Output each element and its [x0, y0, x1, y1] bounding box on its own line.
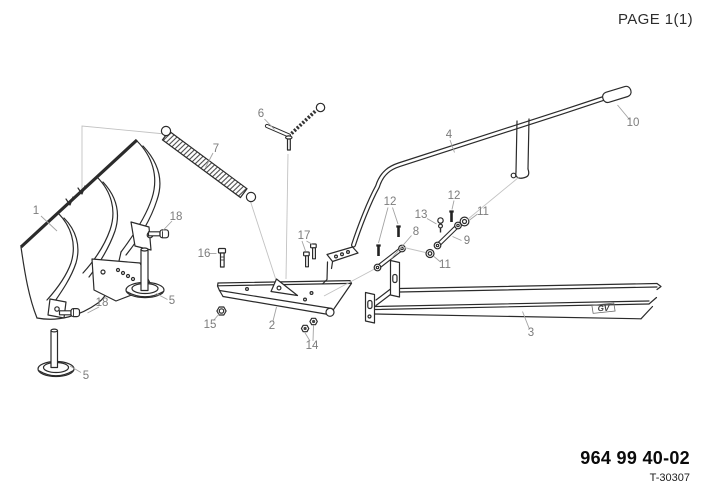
part-callout-16: 16	[198, 248, 211, 260]
part-callout-6: 6	[258, 108, 264, 120]
part-callout-10: 10	[627, 117, 640, 129]
screw-13	[438, 218, 443, 233]
lift-lever-drawing	[323, 85, 633, 284]
part-callout-11: 11	[439, 259, 451, 271]
leader-lines	[41, 105, 630, 373]
frame-stamp-text: GV	[598, 304, 611, 313]
document-code: T-30307	[649, 472, 690, 484]
part-callout-17: 17	[298, 230, 311, 242]
lever-grip	[601, 85, 632, 103]
part-callout-8: 8	[413, 226, 419, 238]
a-frame-drawing	[218, 279, 352, 316]
part-callout-12: 12	[384, 196, 397, 208]
frame-stamp: GV	[592, 303, 615, 313]
part-callout-1: 1	[33, 205, 39, 217]
part-callout-9: 9	[464, 235, 470, 247]
bolt-16	[219, 249, 226, 268]
lift-linkage-drawing	[324, 178, 519, 297]
blade-drawing	[21, 140, 164, 377]
skid-foot-right	[126, 248, 164, 298]
nut-15	[217, 307, 226, 315]
part-callout-2: 2	[269, 320, 275, 332]
bolts-18	[60, 230, 169, 317]
clevis-pins	[376, 212, 453, 257]
part-callout-15: 15	[204, 319, 217, 331]
fasteners-drawing	[60, 230, 318, 332]
part-callout-4: 4	[446, 129, 453, 141]
page-indicator: PAGE 1(1)	[617, 11, 693, 28]
part-callout-11: 11	[477, 206, 489, 218]
assembly-part-number: 964 99 40-02	[580, 448, 690, 468]
part-callout-13: 13	[415, 209, 428, 221]
document-footer: 964 99 40-02 T-30307	[580, 448, 690, 484]
part-callout-3: 3	[528, 327, 534, 339]
spring-drawing	[161, 126, 255, 201]
part-callout-5: 5	[169, 295, 175, 307]
mounting-frame-drawing: GV	[366, 261, 662, 324]
part-callout-7: 7	[213, 143, 219, 155]
part-callout-5: 5	[83, 370, 89, 382]
part-callout-18: 18	[170, 211, 183, 223]
construction-lines	[82, 126, 288, 280]
skid-foot-left	[38, 329, 74, 376]
bolts-17	[304, 244, 317, 267]
lever-hook-strap	[511, 119, 529, 178]
part-callout-14: 14	[306, 340, 319, 352]
part-callout-18: 18	[96, 297, 109, 309]
part-callout-12: 12	[448, 190, 461, 202]
lock-pin-drawing	[267, 103, 325, 150]
nuts-14	[301, 318, 317, 331]
